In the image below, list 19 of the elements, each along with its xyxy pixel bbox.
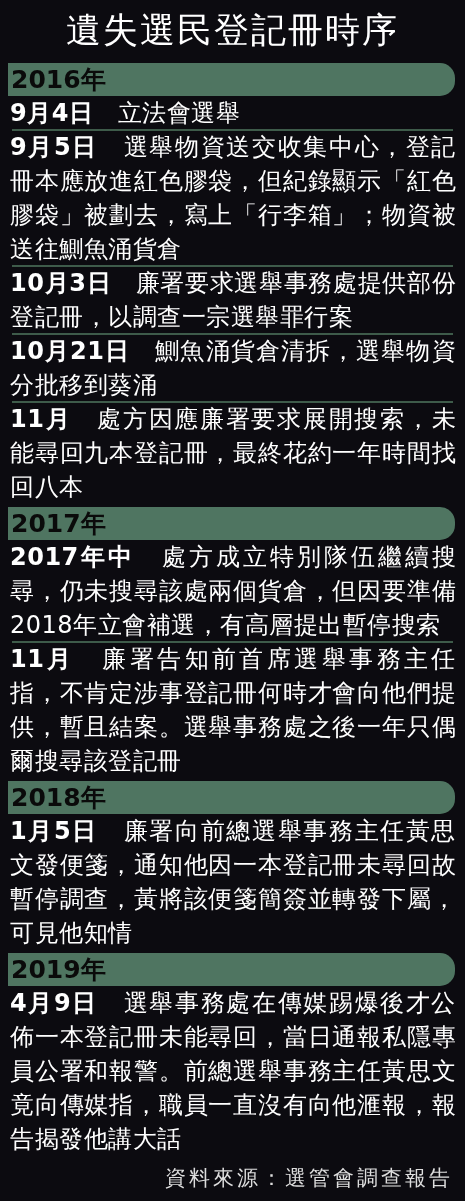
- year-label: 2016年: [11, 64, 106, 96]
- timeline-entry: 11月 處方因應廉署要求展開搜索，未能尋回九本登記冊，最終花約一年時間找回八本: [10, 404, 456, 503]
- timeline-entry: 9月4日 立法會選舉: [10, 98, 242, 129]
- year-label: 2019年: [11, 954, 106, 986]
- year-label: 2017年: [11, 508, 106, 540]
- year-band: [8, 781, 455, 814]
- year-band: [8, 63, 455, 96]
- year-band: [8, 953, 455, 986]
- timeline-entry: 4月9日 選舉事務處在傳媒踢爆後才公佈一本登記冊未能尋回，當日通報私隱專員公署和報警。前總選舉事務主任黃思文竟向傳媒指，職員一直沒有向他滙報，報告揭發他講大話: [10, 988, 456, 1155]
- source-note: 資料來源：選管會調查報告: [165, 1165, 453, 1192]
- timeline-entry: 9月5日 選舉物資送交收集中心，登記冊本應放進紅色膠袋，但紀錄顯示「紅色膠袋」被劃去，寫上「行李箱」；物資被送往鰂魚涌貨倉: [10, 132, 456, 265]
- timeline-entry: 10月3日 廉署要求選舉事務處提供部份登記冊，以調查一宗選舉罪行案: [10, 268, 456, 333]
- timeline-entry: 1月5日 廉署向前總選舉事務主任黃思文發便箋，通知他因一本登記冊未尋回故暫停調查，黃將該便箋簡簽並轉發下屬，可見他知情: [10, 816, 456, 949]
- year-band: [8, 507, 455, 540]
- year-label: 2018年: [11, 782, 106, 814]
- title: 遺失選民登記冊時序: [66, 9, 399, 52]
- timeline-entry: 2017年中 處方成立特別隊伍繼續搜尋，仍未搜尋該處兩個貨倉，但因要準備2018年立會補選，有高層提出暫停搜索: [10, 542, 456, 641]
- timeline-entry: 10月21日 鰂魚涌貨倉清拆，選舉物資分批移到葵涌: [10, 336, 456, 401]
- timeline-entry: 11月 廉署告知前首席選舉事務主任指，不肯定涉事登記冊何時才會向他們提供，暫且結案。選舉事務處之後一年只偶爾搜尋該登記冊: [10, 644, 456, 777]
